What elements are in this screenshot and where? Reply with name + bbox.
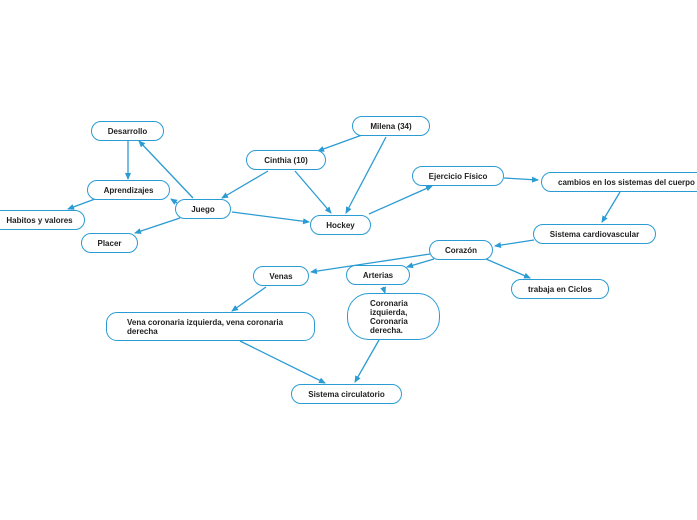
node-corazon[interactable]: Corazón — [429, 240, 493, 260]
edge-corazon-trabaja — [485, 258, 531, 279]
node-habitos[interactable]: Habitos y valores — [0, 210, 85, 230]
node-ejercicio[interactable]: Ejercicio Físico — [412, 166, 504, 186]
node-cinthia[interactable]: Cinthia (10) — [246, 150, 326, 170]
edge-juego-hockey — [231, 211, 310, 225]
node-cambios[interactable]: cambios en los sistemas del cuerpo — [541, 172, 697, 192]
edge-cardio-corazon — [494, 239, 535, 249]
edge-milena-cinthia — [317, 134, 363, 152]
node-vena-coronaria[interactable]: Vena coronaria izquierda, vena coronaria… — [106, 312, 315, 341]
edge-vena-coronaria-circulatorio — [239, 340, 326, 384]
edge-corazon-arterias — [406, 258, 435, 269]
node-coronaria[interactable]: Coronaria izquierda, Coronaria derecha. — [347, 293, 440, 340]
edge-milena-hockey — [345, 136, 387, 214]
node-aprendizajes[interactable]: Aprendizajes — [87, 180, 170, 200]
node-hockey[interactable]: Hockey — [310, 215, 371, 235]
node-placer[interactable]: Placer — [81, 233, 138, 253]
node-arterias[interactable]: Arterias — [346, 265, 410, 285]
node-milena[interactable]: Milena (34) — [352, 116, 430, 136]
edge-juego-placer — [134, 217, 181, 234]
node-venas[interactable]: Venas — [253, 266, 309, 286]
edge-arterias-coronaria — [380, 286, 386, 294]
edge-ejercicio-cambios — [503, 176, 539, 183]
edge-cinthia-juego — [221, 170, 269, 199]
edge-aprendizajes-habitos — [67, 198, 96, 210]
edge-juego-desarrollo — [138, 140, 194, 199]
edge-hockey-ejercicio — [368, 185, 433, 215]
edge-coronaria-circulatorio — [354, 339, 380, 383]
edge-cambios-cardio — [601, 191, 621, 223]
edge-venas-vena-coronaria — [231, 286, 267, 312]
node-juego[interactable]: Juego — [175, 199, 231, 219]
edge-cinthia-hockey — [294, 170, 332, 214]
edge-corazon-venas — [310, 253, 431, 275]
node-cardio[interactable]: Sistema cardiovascular — [533, 224, 656, 244]
node-circulatorio[interactable]: Sistema circulatorio — [291, 384, 402, 404]
node-trabaja[interactable]: trabaja en Ciclos — [511, 279, 609, 299]
node-desarrollo[interactable]: Desarrollo — [91, 121, 164, 141]
